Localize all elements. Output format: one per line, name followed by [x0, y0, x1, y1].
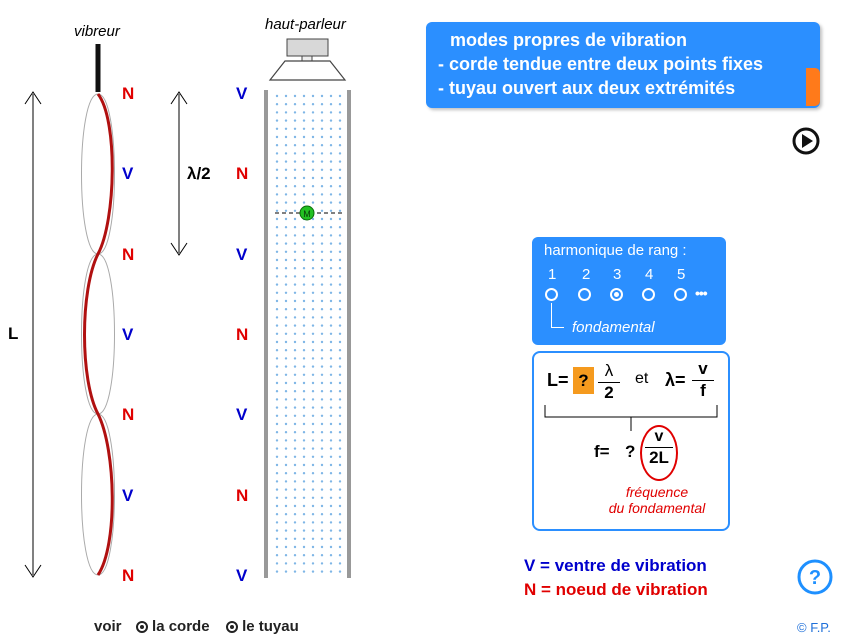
view-tuyau-label[interactable]: le tuyau: [242, 618, 299, 635]
title-line-3: - tuyau ouvert aux deux extrémités: [438, 78, 736, 98]
half-wavelength-arrow: [170, 91, 188, 256]
string-node-label: N: [122, 84, 135, 103]
fraction-lambda-over-2: λ 2: [598, 361, 620, 403]
rank-radio-4[interactable]: [642, 288, 655, 301]
string-diagram: [24, 44, 115, 578]
formula-f-eq: f=: [594, 442, 610, 461]
length-arrow: [24, 91, 42, 578]
pipe-node-label: N: [236, 486, 249, 505]
haut-parleur-label: haut-parleur: [265, 16, 346, 33]
fundamental-bracket: [551, 303, 564, 328]
title-line-2: - corde tendue entre deux points fixes: [438, 54, 764, 74]
fundamental-frequency-circle: [640, 425, 678, 481]
rank-label: 2: [582, 266, 591, 283]
string-node-label: N: [122, 245, 135, 264]
view-corde-label[interactable]: la corde: [152, 618, 210, 635]
play-icon[interactable]: [791, 126, 821, 156]
rank-radio-3[interactable]: [610, 288, 623, 301]
vibrating-string: [83, 93, 114, 576]
formula-brace: [544, 405, 718, 431]
svg-text:?: ?: [809, 567, 821, 589]
rank-label: 5: [677, 266, 686, 283]
formula-f-unknown: ?: [625, 442, 636, 461]
legend-noeud: N = noeud de vibration: [524, 580, 708, 599]
view-label: voir: [94, 618, 122, 635]
string-node-label: V: [122, 164, 134, 183]
half-wavelength-label: λ/2: [187, 164, 211, 183]
rank-radio-2[interactable]: [578, 288, 591, 301]
rank-label: 3: [613, 266, 622, 283]
harmonic-panel: harmonique de rang : 1 2 3 4 5 ••• fonda…: [532, 237, 726, 345]
string-node-label: V: [122, 325, 134, 344]
rank-radio-5[interactable]: [674, 288, 687, 301]
air-particles: [275, 94, 342, 573]
harmonic-heading: harmonique de rang :: [544, 242, 687, 259]
title-line-1: modes propres de vibration: [450, 30, 688, 50]
string-node-label: V: [122, 486, 134, 505]
fraction-v-over-2L: v 2L: [645, 428, 673, 468]
fundamental-frequency-note: fréquence du fondamental: [608, 484, 706, 516]
formula-L-eq: L=: [547, 370, 569, 390]
fundamental-label: fondamental: [572, 319, 655, 336]
pipe-node-label: V: [236, 566, 248, 585]
pipe-node-label: N: [236, 164, 249, 183]
help-icon[interactable]: ?: [796, 558, 834, 596]
pipe-diagram: M: [170, 38, 351, 578]
rank-radio-1[interactable]: [545, 288, 558, 301]
pipe-node-label: V: [236, 405, 248, 424]
title-panel: modes propres de vibration - corde tendu…: [426, 22, 820, 108]
pipe-node-label: V: [236, 84, 248, 103]
formula-et: et: [635, 370, 649, 387]
legend-ventre: V = ventre de vibration: [524, 556, 707, 575]
string-node-label: N: [122, 566, 135, 585]
pipe-node-label: V: [236, 245, 248, 264]
formula-unknown[interactable]: ?: [573, 367, 594, 394]
svg-text:M: M: [303, 209, 311, 219]
radio-corde[interactable]: [135, 621, 148, 633]
formula-lambda-eq: λ=: [665, 370, 686, 390]
rank-label: 1: [548, 266, 557, 283]
microphone-icon: [299, 205, 315, 221]
pipe-node-label: N: [236, 325, 249, 344]
fraction-v-over-f: v f: [692, 359, 714, 401]
vibreur-label: vibreur: [74, 23, 120, 40]
speaker-icon: [268, 38, 347, 81]
more-ranks[interactable]: •••: [695, 285, 708, 301]
formula-panel: L= ? λ 2 et λ= v f f= ? v 2L fréquence d…: [532, 351, 730, 531]
rank-label: 4: [645, 266, 654, 283]
length-label: L: [8, 324, 19, 343]
string-envelope: [81, 93, 115, 576]
view-selector: voir la corde le tuyau: [94, 618, 299, 635]
title-accent: [806, 68, 820, 106]
copyright: © F.P.: [797, 620, 831, 635]
string-node-label: N: [122, 405, 135, 424]
radio-tuyau[interactable]: [225, 621, 238, 633]
